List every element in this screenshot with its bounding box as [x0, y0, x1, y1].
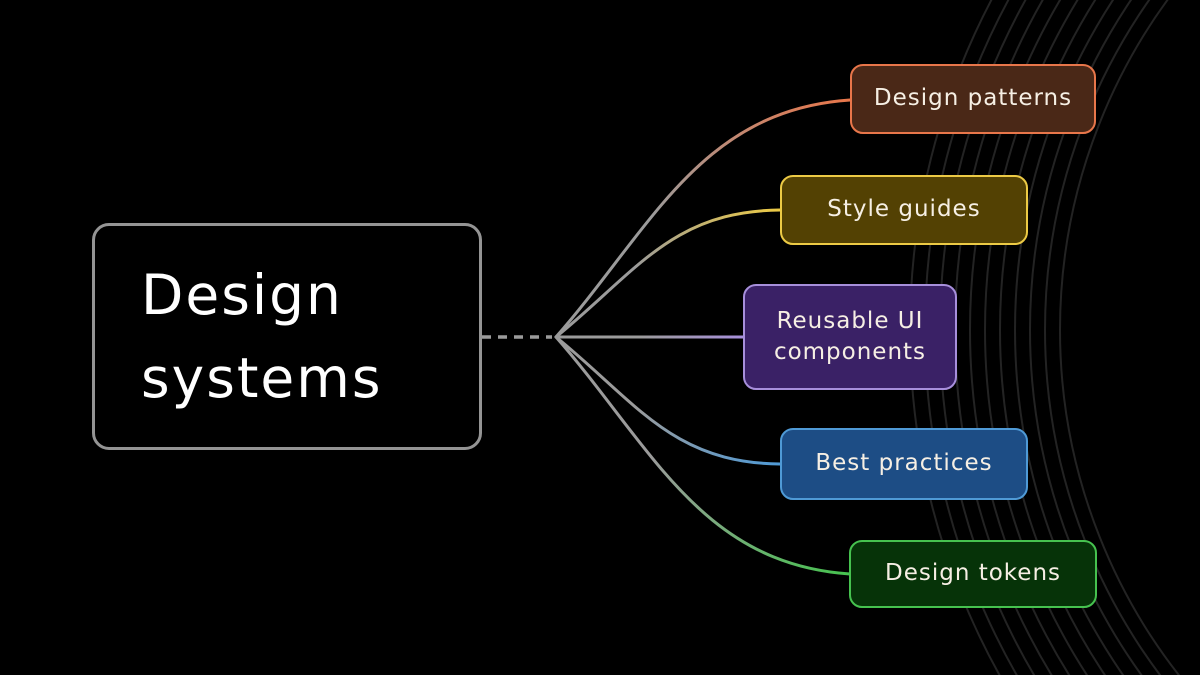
mindmap-node-best-practices[interactable]: Best practices: [780, 428, 1028, 500]
mindmap-node-reusable-ui-components[interactable]: Reusable UI components: [743, 284, 957, 390]
node-label: Design patterns: [873, 85, 1073, 112]
mindmap-root-node-design-systems[interactable]: Design systems: [92, 223, 482, 450]
mindmap-node-style-guides[interactable]: Style guides: [780, 175, 1028, 245]
mindmap-node-design-patterns[interactable]: Design patterns: [850, 64, 1096, 134]
connector-best-practices: [554, 335, 782, 466]
connector-design-patterns: [554, 98, 852, 339]
node-label: Design tokens: [884, 560, 1062, 587]
node-label: Style guides: [827, 196, 981, 223]
node-label: Reusable UI components: [773, 307, 927, 365]
mindmap-node-design-tokens[interactable]: Design tokens: [849, 540, 1097, 608]
connector-design-tokens: [554, 335, 852, 576]
root-node-label: Design systems: [141, 263, 383, 410]
node-label: Best practices: [815, 450, 993, 477]
connector-style-guides: [554, 208, 782, 339]
